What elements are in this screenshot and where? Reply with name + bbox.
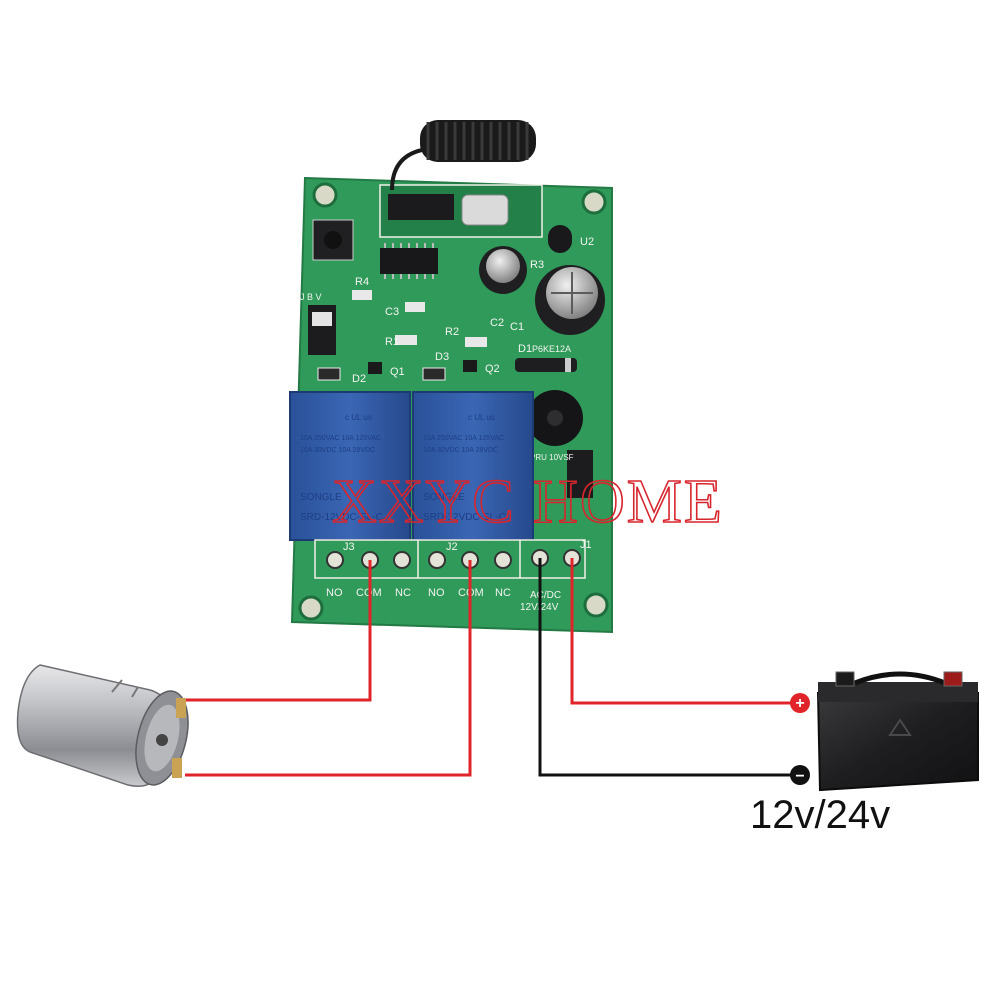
negative-symbol: −	[790, 765, 810, 785]
positive-symbol: +	[790, 693, 810, 713]
relay-2-rating2: 10A 30VDC 10A 28VDC	[423, 447, 498, 454]
rf-receiver-module	[379, 184, 543, 238]
mounting-hole	[298, 595, 324, 621]
relay-1-marks: c UL us	[345, 413, 372, 422]
relay-2-model: SRD-12VDC-SL-C	[423, 512, 506, 523]
wire-motor-to-com1	[185, 560, 372, 702]
battery-voltage-label: 12v/24v	[750, 793, 890, 837]
label-d1: D1	[518, 343, 532, 355]
relay-2-rating1: 10A 250VAC 10A 125VAC	[423, 435, 504, 442]
mounting-hole	[583, 592, 609, 618]
battery-terminal-negative	[835, 671, 855, 687]
relay-1-model: SRD-12VDC-SL-C	[300, 512, 383, 523]
label-no1: NO	[326, 587, 343, 599]
wire-battery-negative	[538, 558, 800, 777]
regulator-u2	[548, 225, 572, 253]
terminal-nc1	[393, 551, 411, 569]
mode-jumper	[308, 305, 336, 355]
capacitor-c1	[535, 265, 605, 335]
label-regulator: PRU 10VSF	[530, 453, 574, 462]
label-r4: R4	[355, 276, 369, 288]
watermark: XXYC HOME	[332, 468, 724, 536]
car-battery	[816, 671, 979, 792]
decoder-ic	[380, 243, 438, 279]
power-jumper	[567, 450, 593, 498]
label-r1: R1	[385, 336, 399, 348]
relay-1-rating2: 10A 30VDC 10A 28VDC	[300, 447, 375, 454]
label-c2: C2	[490, 317, 504, 329]
positive-symbol-text: +	[795, 695, 804, 712]
label-c1: C1	[510, 321, 524, 333]
diode-d1	[515, 358, 577, 372]
wire-battery-positive	[570, 558, 800, 705]
label-j2: J2	[446, 541, 458, 553]
label-j1: J1	[580, 539, 592, 551]
motor-terminal	[176, 698, 186, 718]
label-no2: NO	[428, 587, 445, 599]
terminal-nc2	[494, 551, 512, 569]
capacitor-c2	[479, 246, 527, 294]
label-j3: J3	[343, 541, 355, 553]
label-ac-dc: AC/DC	[530, 590, 561, 601]
label-c3: C3	[385, 306, 399, 318]
label-q2: Q2	[485, 363, 500, 375]
label-tvs: P6KE12A	[532, 344, 571, 354]
relay-1: c UL us SONGLE SRD-12VDC-SL-C 10A 250VAC…	[289, 391, 411, 541]
wires	[185, 558, 800, 777]
label-r3: R3	[530, 259, 544, 271]
dc-motor	[16, 664, 189, 787]
label-r2: R2	[445, 326, 459, 338]
terminal-no2	[428, 551, 446, 569]
label-d3: D3	[435, 351, 449, 363]
label-jumper-row: J B V	[300, 292, 322, 302]
relay-2-brand: SONGLE	[423, 492, 465, 503]
label-d2: D2	[352, 373, 366, 385]
smd-components	[317, 290, 487, 381]
relay-1-brand: SONGLE	[300, 492, 342, 503]
pcb-board: R4 C3 R1 R2 R3 C1 C2 D1 D2 D3 Q1 Q2 U2 P…	[289, 120, 613, 634]
battery-terminal-positive	[943, 671, 963, 687]
antenna-coil	[390, 120, 536, 191]
label-q1: Q1	[390, 366, 405, 378]
negative-symbol-text: −	[795, 768, 804, 785]
motor-terminal	[172, 758, 182, 778]
relay-1-rating1: 10A 250VAC 10A 125VAC	[300, 435, 381, 442]
learn-push-button	[312, 219, 354, 261]
relay-2: c UL us SONGLE SRD-12VDC-SL-C 10A 250VAC…	[412, 391, 534, 541]
wire-motor-to-com2	[185, 560, 472, 777]
mounting-hole	[312, 182, 338, 208]
label-nc1: NC	[395, 587, 411, 599]
buzzer	[527, 390, 583, 446]
mounting-hole	[581, 189, 607, 215]
label-nc2: NC	[495, 587, 511, 599]
label-u2: U2	[580, 236, 594, 248]
relay-2-marks: c UL us	[468, 413, 495, 422]
terminal-no1	[326, 551, 344, 569]
